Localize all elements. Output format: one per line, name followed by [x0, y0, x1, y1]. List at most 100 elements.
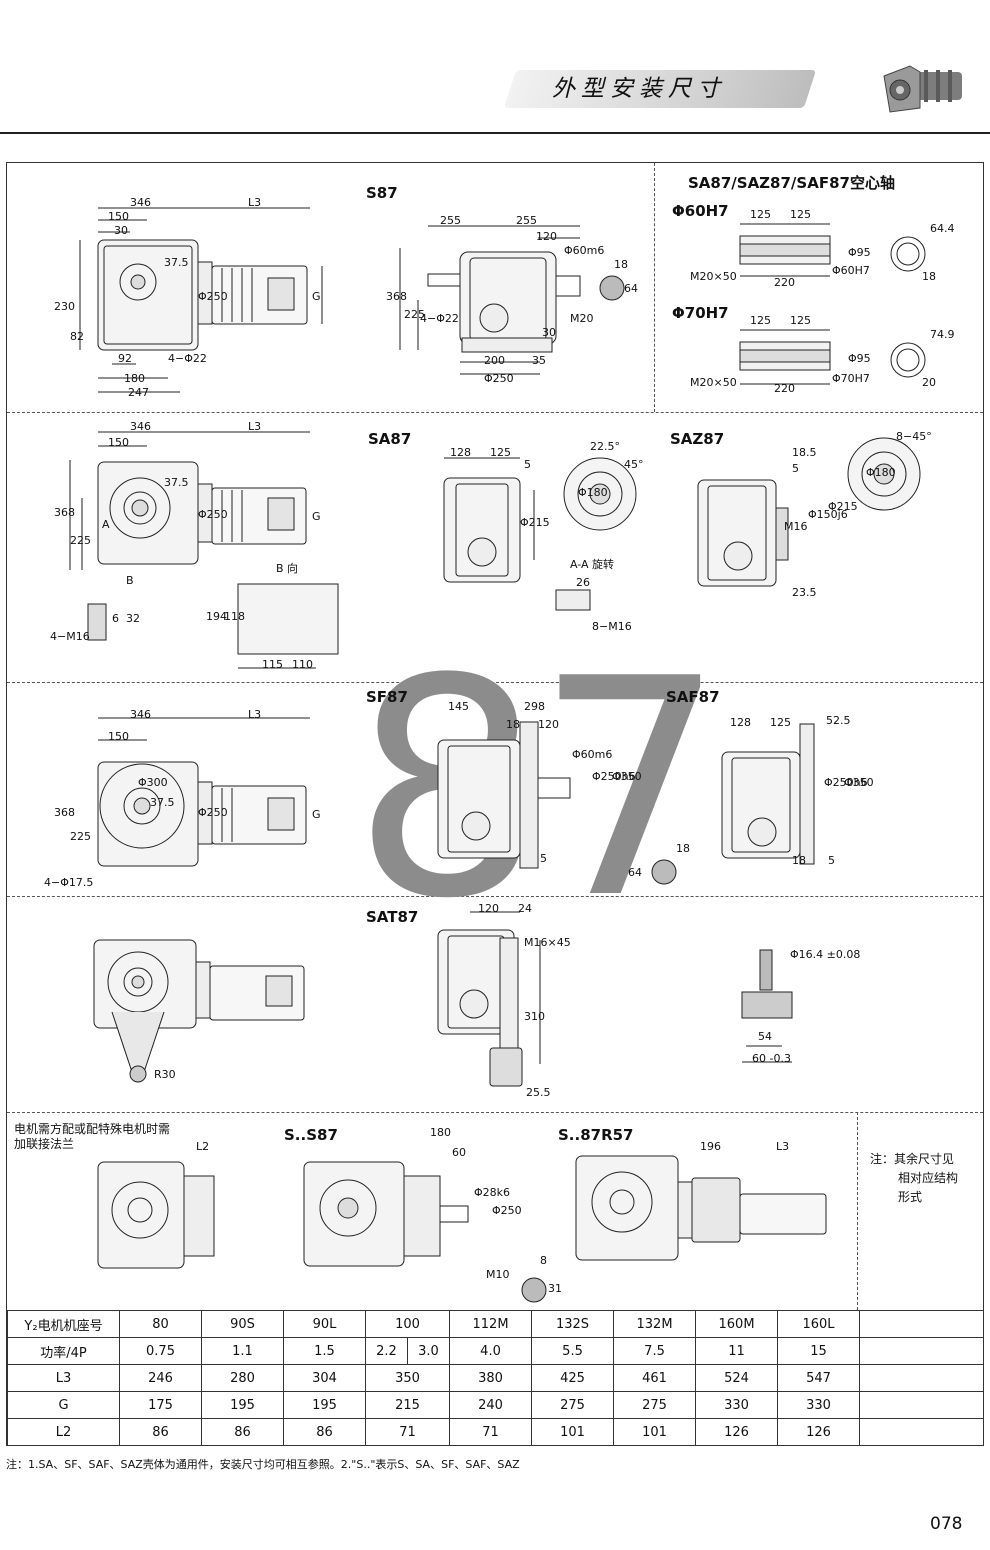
- dim-label: 18: [922, 270, 936, 283]
- sa87-title: SA87: [368, 430, 412, 448]
- dim-label: 125: [750, 314, 771, 327]
- dim-label: 150: [108, 436, 129, 449]
- table-cell: 5.5: [531, 1337, 615, 1365]
- table-cell: 132M: [613, 1310, 697, 1338]
- dim-label: 22.5°: [590, 440, 620, 453]
- dim-label: 200: [484, 354, 505, 367]
- table-cell: 71: [449, 1418, 533, 1446]
- header-rule: [0, 132, 990, 134]
- dim-label: Φ60m6: [564, 244, 605, 257]
- row-header: Y₂电机机座号: [7, 1310, 120, 1338]
- dim-label: 37.5: [150, 796, 175, 809]
- separator-1: [7, 412, 983, 413]
- dim-label: 180: [124, 372, 145, 385]
- dim-label: Φ60m6: [572, 748, 613, 761]
- table-cell: 160L: [777, 1310, 861, 1338]
- dim-label: 37.5: [164, 256, 189, 269]
- table-cell: 330: [695, 1391, 779, 1419]
- saz87-front-view: [697, 437, 921, 587]
- page-title: 外型安装尺寸: [552, 76, 726, 102]
- table-cell: 195: [283, 1391, 366, 1419]
- hollow-70-title: Φ70H7: [672, 304, 729, 322]
- side-note-line3: 形式: [898, 1190, 923, 1204]
- dim-label: 346: [130, 708, 151, 721]
- dim-label: 150: [108, 730, 129, 743]
- table-cell: 86: [283, 1418, 366, 1446]
- table-cell: 304: [283, 1364, 366, 1392]
- motor-spec-table: Y₂电机机座号 80 90S 90L 100 112M 132S 132M 16…: [7, 1310, 985, 1446]
- dim-label: 120: [538, 718, 559, 731]
- table-cell: 2.2: [365, 1337, 408, 1365]
- dim-label: Φ180: [578, 486, 608, 499]
- dim-label: 125: [770, 716, 791, 729]
- flange-note-line1: 电机需方配或配特殊电机时需: [14, 1122, 171, 1136]
- dim-label: 115: [262, 658, 283, 671]
- table-cell: 80: [119, 1310, 202, 1338]
- dim-label: 120: [536, 230, 557, 243]
- table-cell: 15: [777, 1337, 861, 1365]
- separator-3: [7, 896, 983, 897]
- table-cell: 132S: [531, 1310, 615, 1338]
- dim-label: 74.9: [930, 328, 955, 341]
- dim-label: 26: [576, 576, 590, 589]
- dim-label: 346: [130, 420, 151, 433]
- table-cell: 101: [613, 1418, 697, 1446]
- side-note: 注：其余尺寸见 相对应结构 形式: [870, 1150, 958, 1207]
- dim-label: 60 -0.3: [752, 1052, 791, 1065]
- drawing-frame: [6, 162, 984, 1446]
- dim-label: 60: [452, 1146, 466, 1159]
- dim-label: L3: [776, 1140, 790, 1153]
- dim-label: 196: [700, 1140, 721, 1153]
- saf87-front-view: [721, 723, 815, 865]
- table-cell: 425: [531, 1364, 615, 1392]
- table-cell: 547: [777, 1364, 861, 1392]
- table-cell: 7.5: [613, 1337, 697, 1365]
- dim-label: Φ215: [520, 516, 550, 529]
- dim-label: 368: [54, 506, 75, 519]
- dim-label: 310: [524, 1010, 545, 1023]
- dim-label: 8−M16: [592, 620, 632, 633]
- dim-label: 125: [790, 208, 811, 221]
- table-cell: 90S: [201, 1310, 284, 1338]
- dim-label: 4−M16: [50, 630, 90, 643]
- dim-label: 120: [478, 902, 499, 915]
- dim-label: 247: [128, 386, 149, 399]
- table-cell: 11: [695, 1337, 779, 1365]
- sat87-title: SAT87: [366, 908, 419, 926]
- table-cell: 280: [201, 1364, 284, 1392]
- dim-label: 23.5: [792, 586, 817, 599]
- dim-label: 150: [108, 210, 129, 223]
- dim-label: Φ150j6: [808, 508, 848, 521]
- table-cell: 1.5: [283, 1337, 366, 1365]
- dim-label: L3: [248, 708, 262, 721]
- table-cell: 524: [695, 1364, 779, 1392]
- dim-label: Φ250: [484, 372, 514, 385]
- dim-label: 8: [540, 1254, 547, 1267]
- dim-label: G: [312, 510, 321, 523]
- sf87-side-view: [97, 717, 310, 867]
- dim-label: Φ250h6: [592, 770, 636, 783]
- dim-label: 128: [730, 716, 751, 729]
- ss87-title: S..S87: [284, 1126, 338, 1144]
- table-cell-empty: [859, 1337, 985, 1365]
- mark-b: B: [126, 574, 134, 587]
- dim-label: 255: [440, 214, 461, 227]
- dim-label: 220: [774, 382, 795, 395]
- table-cell: 240: [449, 1391, 533, 1419]
- page-number: 078: [930, 1514, 963, 1534]
- dim-label: M10: [486, 1268, 510, 1281]
- footnote: 注：1.SA、SF、SAF、SAZ壳体为通用件，安装尺寸均可相互参照。2."S.…: [6, 1458, 520, 1471]
- dim-label: L2: [196, 1140, 210, 1153]
- table-cell-empty: [859, 1418, 985, 1446]
- table-cell: 350: [364, 1364, 451, 1392]
- dim-label: Φ300: [138, 776, 168, 789]
- s87r57-view: [575, 1155, 827, 1261]
- dim-label: 24: [518, 902, 532, 915]
- sat87-side-view: [93, 939, 305, 1083]
- dim-label: 18.5: [792, 446, 817, 459]
- sa87-side-view: [69, 431, 339, 669]
- dim-label: 110: [292, 658, 313, 671]
- table-cell: 100: [364, 1310, 451, 1338]
- dim-label: Φ180: [866, 466, 896, 479]
